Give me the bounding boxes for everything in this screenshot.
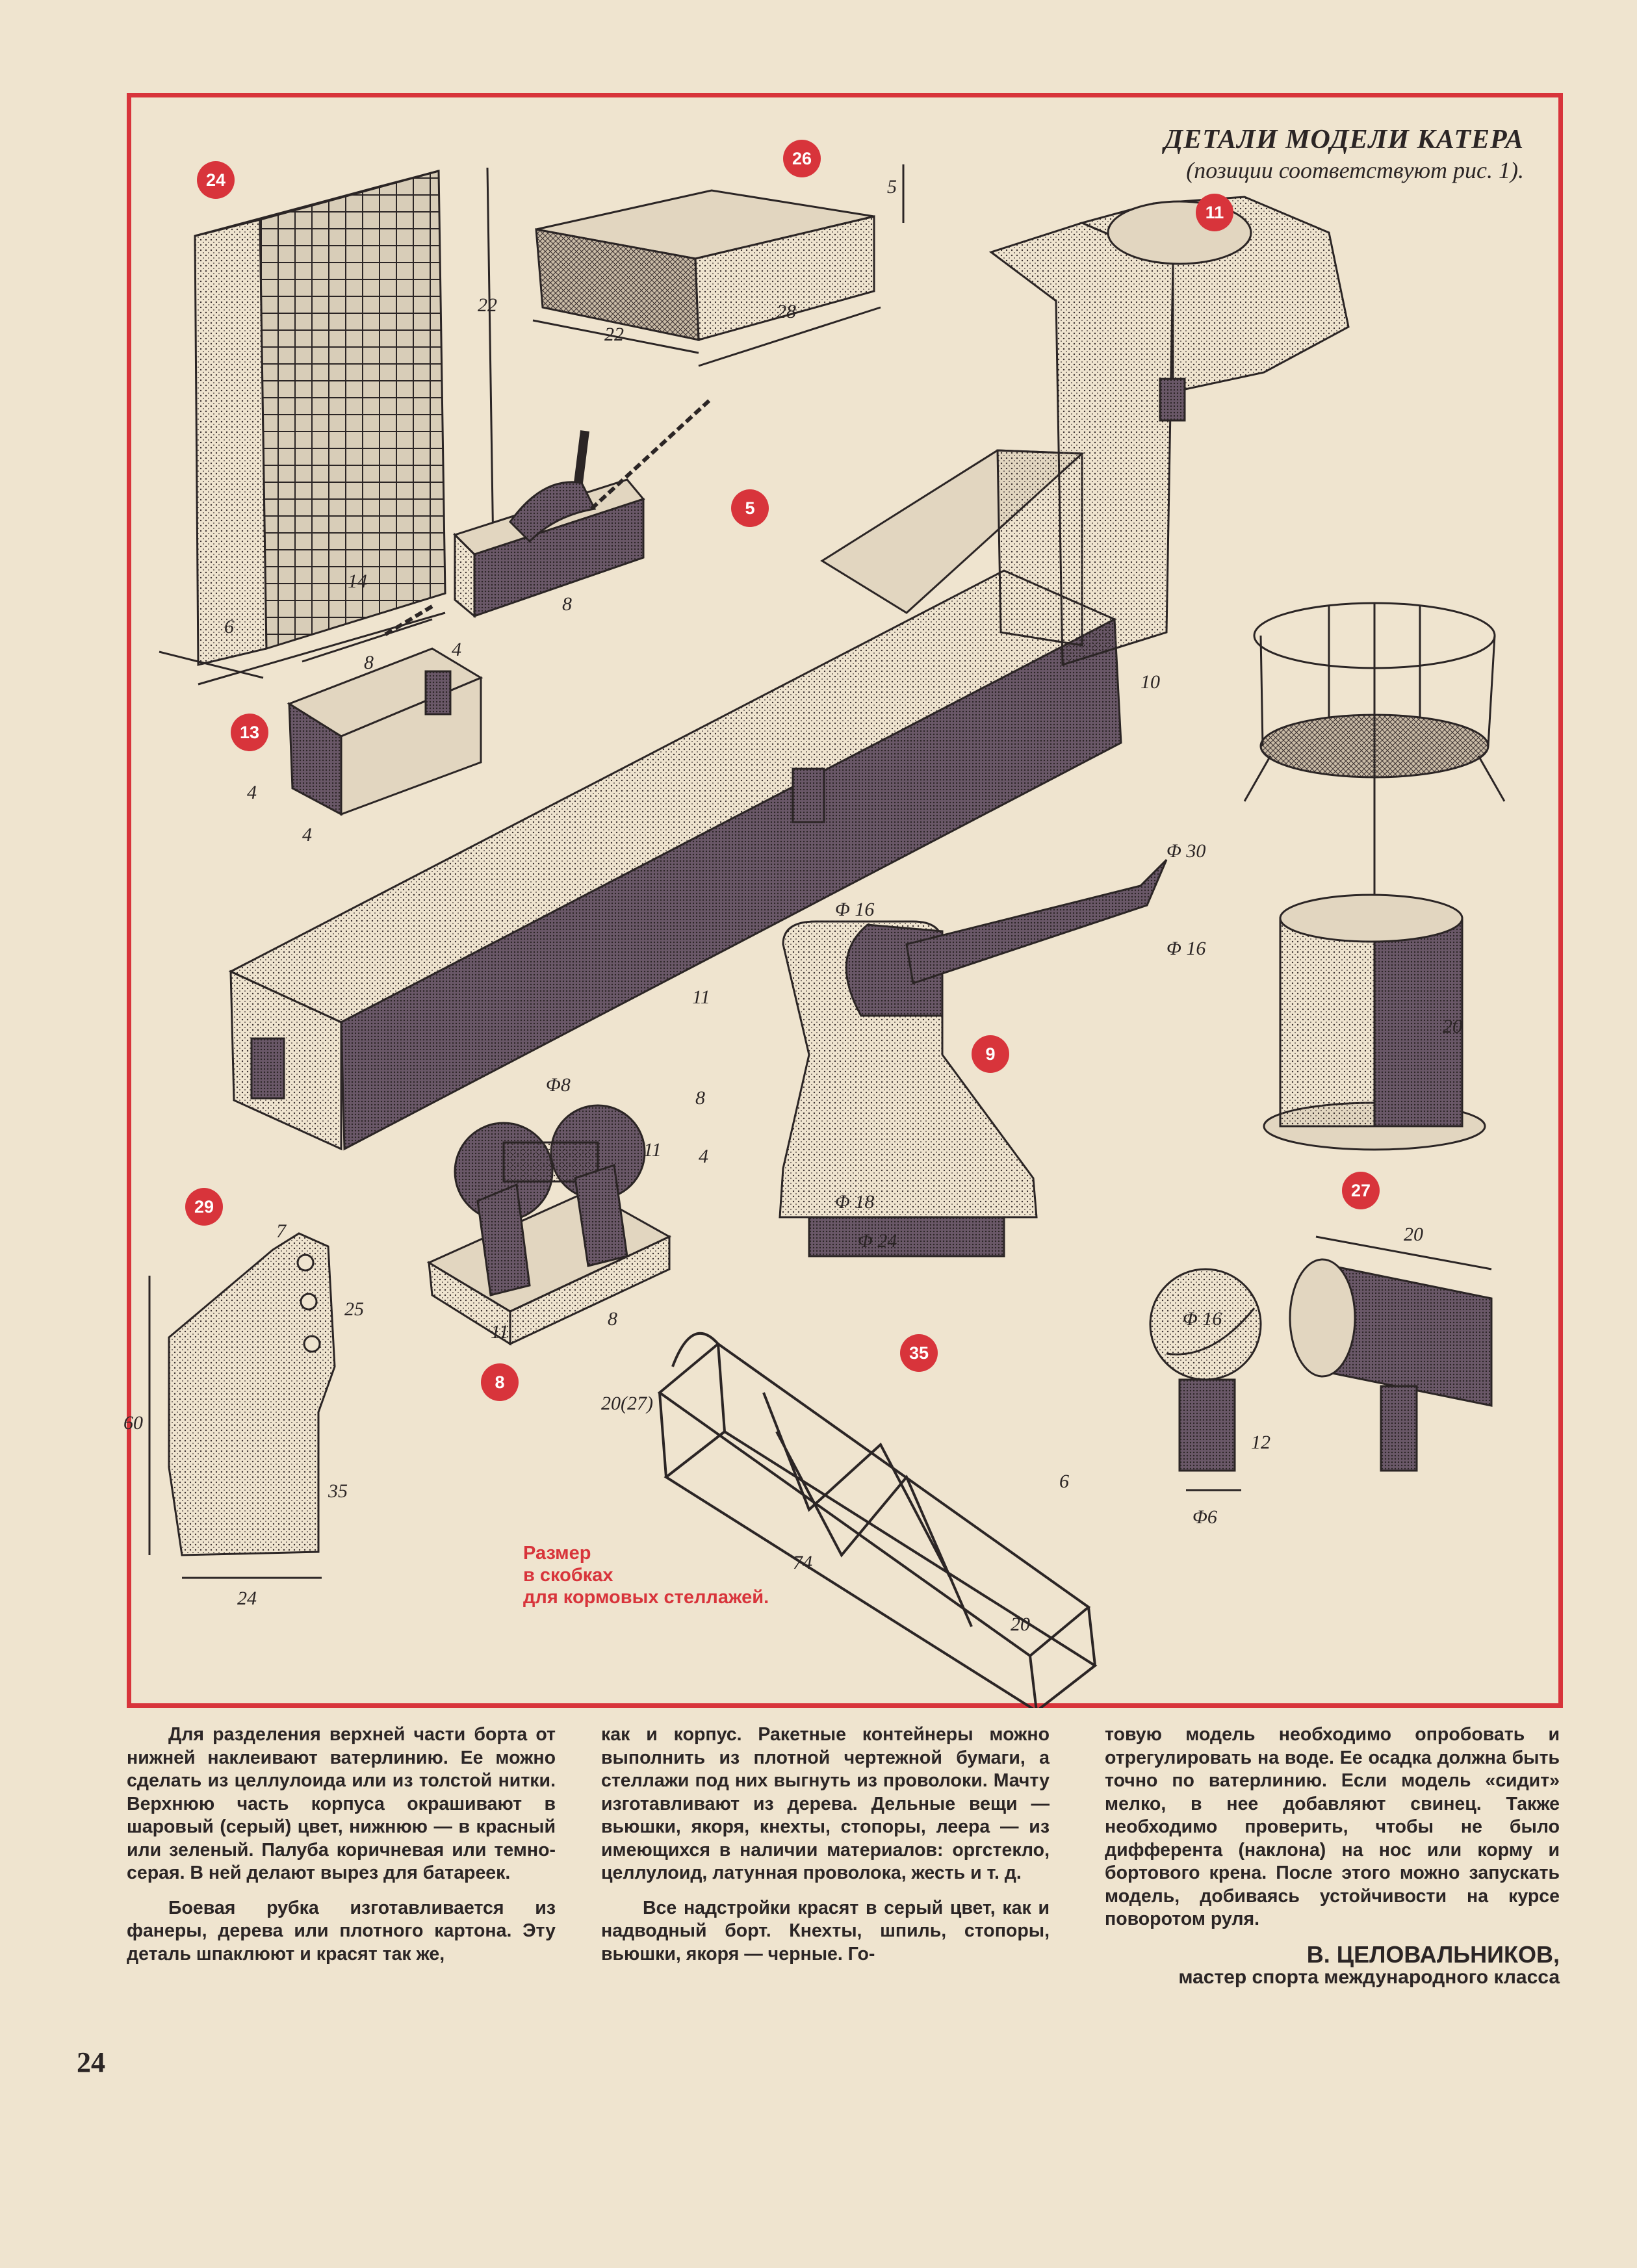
badge-35: 35 bbox=[900, 1334, 938, 1372]
technical-drawing bbox=[148, 164, 1506, 1713]
dim-ball-stem-diameter: Φ6 bbox=[1192, 1506, 1217, 1528]
dim-5-length: 8 bbox=[562, 593, 572, 615]
dim-29-lower-height: 35 bbox=[328, 1480, 348, 1502]
badge-24: 24 bbox=[197, 161, 235, 199]
dim-ball-diameter: Φ 16 bbox=[1183, 1308, 1222, 1330]
diagram-frame bbox=[127, 93, 1563, 1708]
dim-9-cone-height: 8 bbox=[695, 1087, 705, 1109]
author-title: мастер спорта международного класса bbox=[1178, 1966, 1560, 1988]
text-column-3: товую модель необходимо опробовать и отр… bbox=[1105, 1723, 1560, 1989]
paragraph: Для разделения верхней части борта от ни… bbox=[127, 1724, 556, 1883]
dim-35-length: 74 bbox=[793, 1552, 812, 1573]
dim-ball-stem: 12 bbox=[1251, 1432, 1270, 1453]
dim-9-upper-height: 11 bbox=[692, 986, 710, 1008]
dim-24-height: 22 bbox=[478, 294, 497, 316]
badge-9: 9 bbox=[972, 1035, 1009, 1073]
dim-35-top: 6 bbox=[1059, 1471, 1069, 1492]
part-5-stopper bbox=[382, 396, 714, 638]
dim-26-length: 28 bbox=[777, 301, 796, 322]
dim-9-base-height: 4 bbox=[699, 1146, 708, 1167]
paragraph: как и корпус. Ракетные контейнеры можно … bbox=[601, 1724, 1050, 1883]
badge-26: 26 bbox=[783, 140, 821, 177]
badge-8: 8 bbox=[481, 1363, 519, 1401]
part-8-winch bbox=[426, 1104, 672, 1346]
dim-8-width: 8 bbox=[608, 1308, 617, 1330]
dim-26-height: 5 bbox=[887, 176, 897, 198]
dim-13-width: 4 bbox=[302, 824, 312, 845]
dim-5-width: 4 bbox=[452, 639, 461, 660]
part-ball-lamp bbox=[1149, 1268, 1262, 1491]
badge-29: 29 bbox=[185, 1188, 223, 1226]
badge-27: 27 bbox=[1342, 1172, 1380, 1209]
dim-8-length: 11 bbox=[491, 1321, 509, 1343]
dim-9-top-diameter: Φ 16 bbox=[835, 899, 875, 920]
dim-searchlight-length: 20 bbox=[1404, 1224, 1423, 1245]
dim-8-diameter: Φ8 bbox=[546, 1074, 571, 1096]
diagram-title-line1: ДЕТАЛИ МОДЕЛИ КАТЕРА bbox=[1164, 125, 1524, 155]
diagram-title-line2: (позиции соответствуют рис. 1). bbox=[1186, 157, 1524, 183]
diagram-title: ДЕТАЛИ МОДЕЛИ КАТЕРА (позиции соответств… bbox=[1164, 124, 1524, 184]
paragraph: Все надстройки красят в серый цвет, как … bbox=[601, 1897, 1050, 1965]
dim-27-height: 10 bbox=[1141, 671, 1160, 693]
diagram-area: ДЕТАЛИ МОДЕЛИ КАТЕРА (позиции соответств… bbox=[123, 93, 1563, 1713]
page-number: 24 bbox=[77, 2046, 105, 2078]
text-column-2: как и корпус. Ракетные контейнеры можно … bbox=[601, 1723, 1050, 1978]
dim-27-diameter-30: Φ 30 bbox=[1167, 840, 1206, 862]
dim-35-width: 20 bbox=[1011, 1614, 1030, 1635]
dim-29-width: 24 bbox=[237, 1588, 257, 1609]
badge-11: 11 bbox=[1196, 194, 1233, 231]
paragraph: Боевая рубка изготавливается из фанеры, … bbox=[127, 1897, 556, 1965]
dim-13-height: 4 bbox=[247, 782, 257, 803]
dim-9-diameter-24: Φ 24 bbox=[858, 1230, 897, 1252]
dim-27-tube-height: 20 bbox=[1443, 1016, 1462, 1037]
part-35-missile-rack bbox=[657, 1332, 1098, 1713]
badge-5: 5 bbox=[731, 489, 769, 527]
text-column-1: Для разделения верхней части борта от ни… bbox=[127, 1723, 556, 1978]
part-searchlight bbox=[1289, 1235, 1493, 1472]
dim-24-width: 14 bbox=[348, 571, 367, 592]
part-29-rudder-plate bbox=[148, 1232, 336, 1579]
dim-27-diameter-16: Φ 16 bbox=[1167, 938, 1206, 959]
author-name: В. ЦЕЛОВАЛЬНИКОВ, bbox=[1306, 1940, 1560, 1968]
part-13-lantern-box bbox=[287, 618, 483, 816]
dim-35-height: 20(27) bbox=[601, 1393, 653, 1414]
dim-8-height: 11 bbox=[643, 1139, 662, 1161]
part-27-mast-platform bbox=[1243, 602, 1506, 1151]
badge-13: 13 bbox=[231, 714, 268, 751]
dim-29-top: 7 bbox=[276, 1220, 286, 1242]
dim-24-depth: 6 bbox=[224, 616, 234, 638]
article-text: Для разделения верхней части борта от ни… bbox=[127, 1723, 1563, 2087]
dim-29-slant: 25 bbox=[344, 1298, 364, 1320]
dim-9-diameter-18: Φ 18 bbox=[835, 1191, 875, 1213]
part-9-funnel bbox=[779, 858, 1168, 1257]
paragraph: товую модель необходимо опробовать и отр… bbox=[1105, 1724, 1560, 1929]
part-26-box bbox=[532, 164, 905, 367]
dim-26-width: 22 bbox=[604, 324, 624, 345]
dim-13-length: 8 bbox=[364, 652, 374, 673]
dim-29-height: 60 bbox=[123, 1412, 143, 1434]
part-24-rack bbox=[159, 167, 495, 686]
bracket-size-note: Размер в скобках для кормовых стеллажей. bbox=[523, 1543, 769, 1608]
